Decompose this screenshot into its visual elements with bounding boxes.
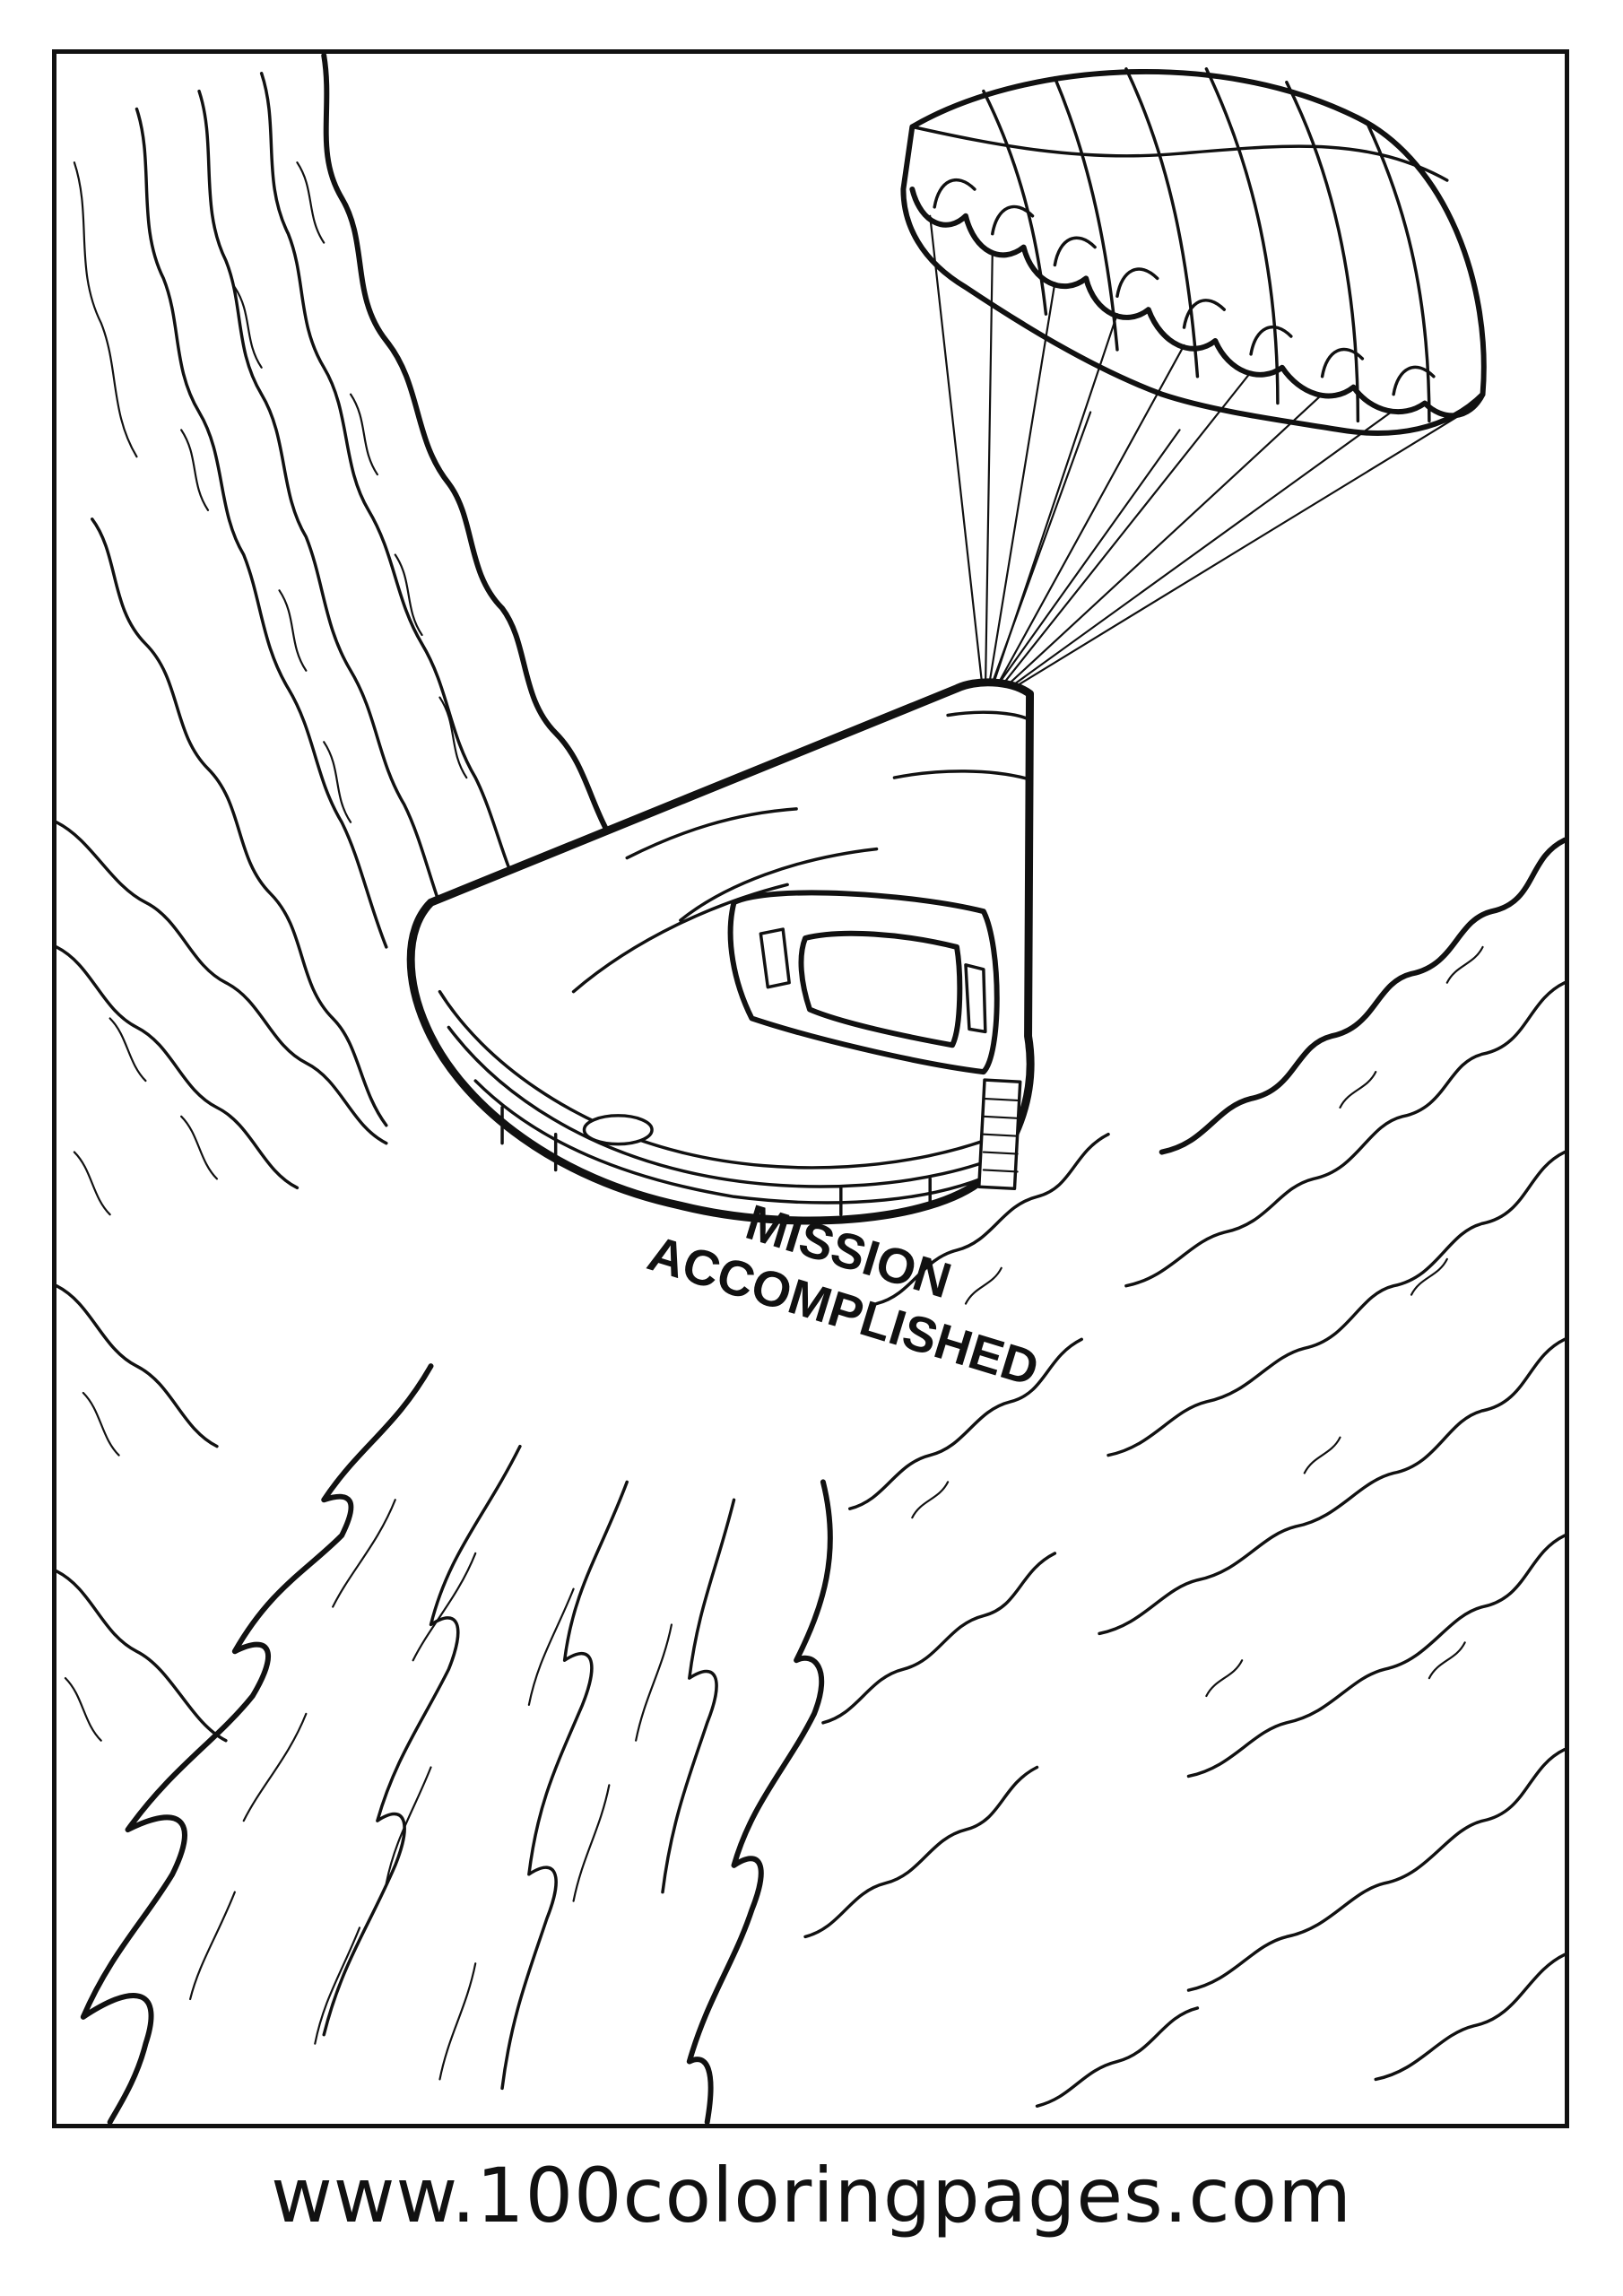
parachute: [900, 67, 1487, 436]
website-url: www.100coloringpages.com: [271, 2152, 1352, 2239]
capsule: MISSION ACCOMPLISHED: [406, 678, 1045, 1396]
exhaust-flames: [80, 1363, 833, 2124]
right-cloud-bank: [803, 837, 1565, 2108]
parachute-shroud-lines: [929, 214, 1466, 699]
illustration-frame: MISSION ACCOMPLISHED: [52, 49, 1569, 2128]
coloring-illustration: MISSION ACCOMPLISHED: [56, 54, 1565, 2124]
